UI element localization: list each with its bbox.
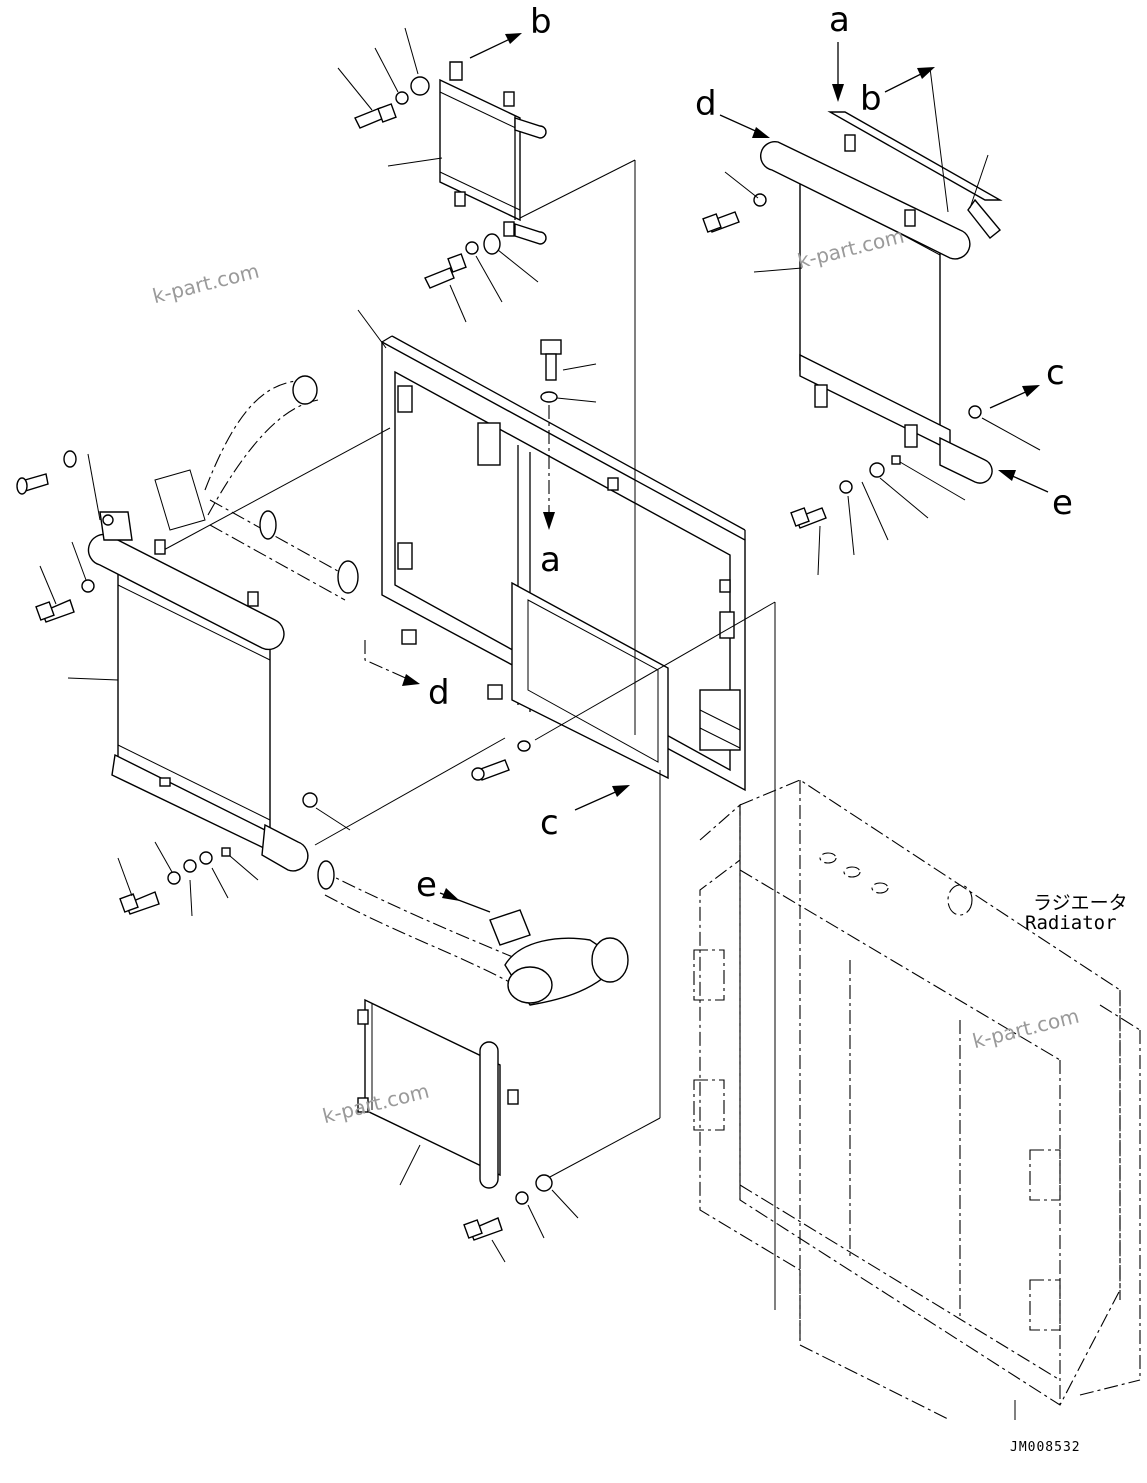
left-aftercooler	[16, 375, 629, 1006]
radiator-dashed	[693, 779, 1141, 1421]
top-right-cooler	[702, 42, 1049, 576]
center-mount-frame	[159, 159, 776, 1310]
top-left-cooler	[337, 27, 547, 323]
drawing-code: JM008532	[1010, 1440, 1081, 1455]
ref-letter-c-frame: c	[540, 803, 559, 843]
ref-letter-c-right: c	[1046, 353, 1065, 393]
ref-letter-d-frame: d	[428, 673, 450, 713]
bottom-condenser	[357, 998, 579, 1263]
radiator-label-japanese: ラジエータ	[1033, 892, 1128, 914]
ref-letter-b-right: b	[860, 79, 882, 119]
ref-letter-a-top: a	[829, 0, 850, 40]
ref-letter-e-right: e	[1052, 483, 1073, 523]
ref-letter-d-right: d	[695, 84, 717, 124]
ref-letter-e-hose: e	[416, 865, 437, 905]
ref-letter-b-left: b	[530, 2, 552, 42]
ref-letter-a-frame: a	[540, 540, 561, 580]
radiator-label-english: Radiator	[1025, 912, 1117, 934]
